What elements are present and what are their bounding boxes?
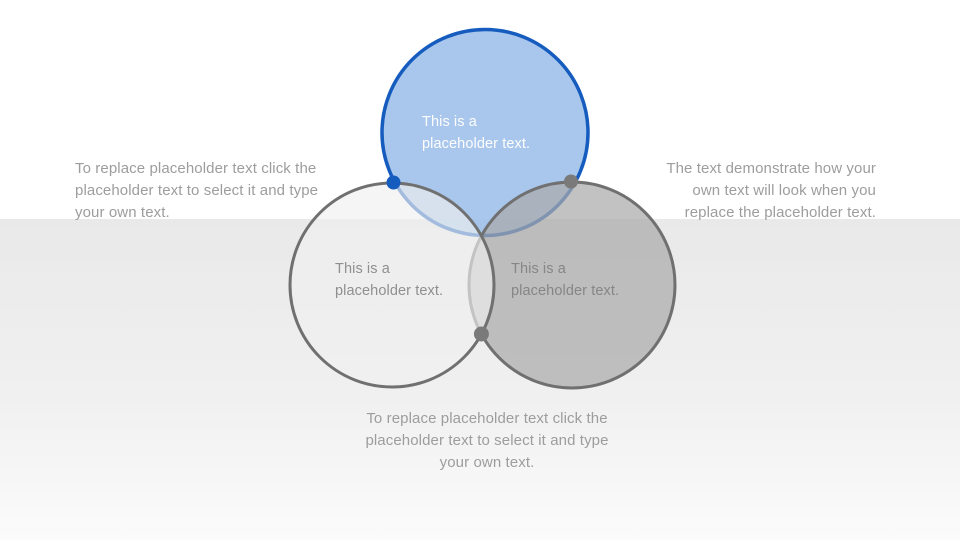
left-circle-placeholder-text[interactable]: This is a placeholder text. bbox=[335, 261, 444, 299]
top-circle-placeholder-text[interactable]: This is a placeholder text. bbox=[422, 114, 531, 152]
intersection-dot-top-right bbox=[564, 174, 578, 189]
right-circle-placeholder-text[interactable]: This is a placeholder text. bbox=[511, 261, 620, 299]
annotation-text-bottom[interactable]: To replace placeholder text click the pl… bbox=[365, 410, 609, 471]
annotation-text-right[interactable]: The text demonstrate how your own text w… bbox=[666, 160, 876, 221]
intersection-dot-bottom bbox=[473, 326, 489, 342]
intersection-dot-top-left bbox=[386, 175, 401, 190]
annotation-text-left[interactable]: To replace placeholder text click the pl… bbox=[75, 160, 319, 221]
